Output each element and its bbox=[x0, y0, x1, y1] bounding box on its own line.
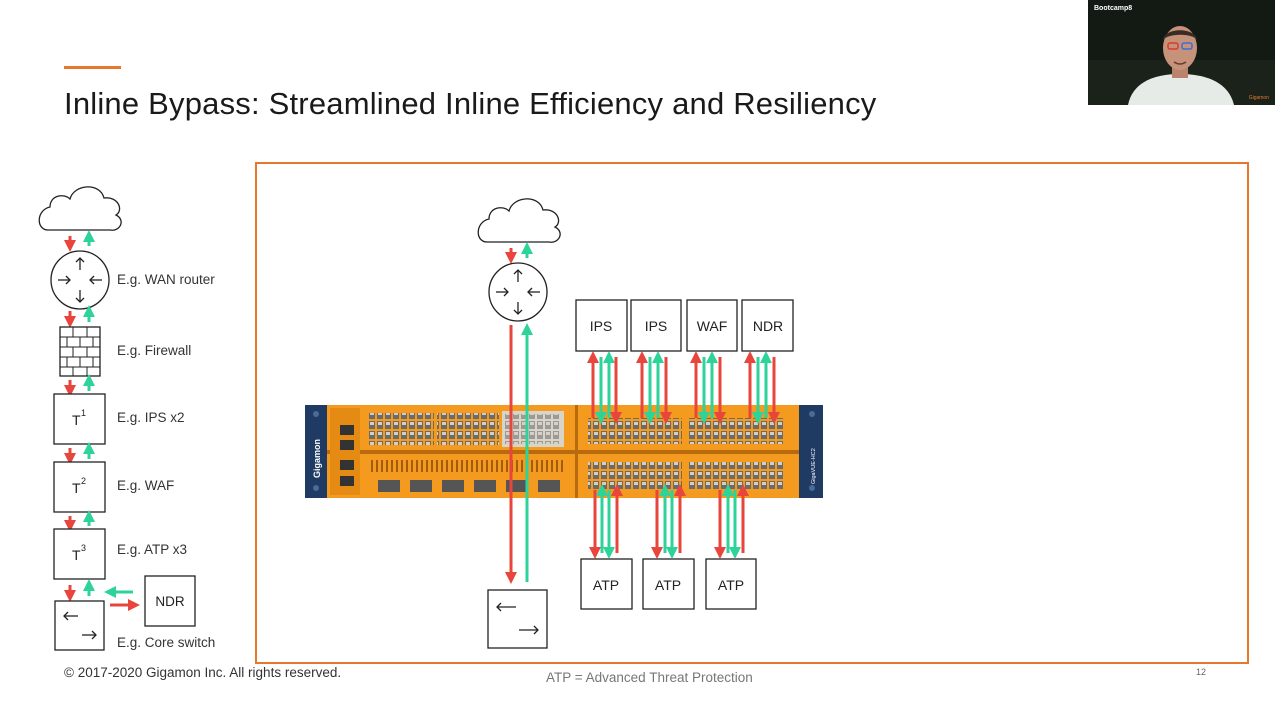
t2-label: T bbox=[72, 480, 81, 496]
top-tool-ips-1: IPS bbox=[575, 299, 628, 352]
presenter-name: Bootcamp8 bbox=[1094, 5, 1133, 12]
t2-superscript: 2 bbox=[81, 476, 86, 486]
tool-box-t3 bbox=[53, 528, 106, 580]
firewall-icon bbox=[59, 326, 101, 377]
left-chain: T 1 T 2 T 3 NDR bbox=[38, 186, 196, 651]
router-icon bbox=[50, 250, 110, 310]
core-switch-icon-2 bbox=[487, 589, 548, 649]
label-ips: E.g. IPS x2 bbox=[117, 410, 185, 425]
chassis-model: GigaVUE-HC2 bbox=[811, 448, 817, 484]
bottom-tool-atp-3: ATP bbox=[705, 558, 757, 610]
label-firewall: E.g. Firewall bbox=[117, 343, 192, 358]
presenter-avatar bbox=[1088, 0, 1275, 105]
internet-cloud-icon-2 bbox=[477, 198, 561, 243]
tool-box-t1 bbox=[53, 393, 106, 445]
gigavue-hc2-chassis: Gigamon GigaVUE-HC2 bbox=[305, 405, 823, 498]
copyright-text: © 2017-2020 Gigamon Inc. All rights rese… bbox=[64, 665, 342, 680]
bottom-tool-atp-2: ATP bbox=[642, 558, 695, 610]
ndr-box bbox=[144, 575, 196, 627]
label-atp: E.g. ATP x3 bbox=[117, 542, 188, 557]
tool-box-t2 bbox=[53, 461, 106, 513]
t3-label: T bbox=[72, 547, 81, 563]
tool-label: ATP bbox=[593, 577, 619, 593]
tool-label: ATP bbox=[718, 577, 744, 593]
tool-label: NDR bbox=[753, 318, 783, 334]
title-accent-bar bbox=[64, 66, 121, 69]
top-tool-ndr: NDR bbox=[741, 299, 794, 352]
slide-title: Inline Bypass: Streamlined Inline Effici… bbox=[64, 86, 877, 121]
t3-superscript: 3 bbox=[81, 543, 86, 553]
internet-cloud-icon bbox=[38, 186, 122, 231]
tool-label: ATP bbox=[655, 577, 681, 593]
label-wan-router: E.g. WAN router bbox=[117, 272, 215, 287]
page-number: 12 bbox=[1196, 667, 1207, 677]
bypass-diagram: Gigamon GigaVUE-HC2 IPS IPS WAF bbox=[305, 198, 823, 649]
core-switch-icon bbox=[54, 600, 105, 651]
top-tool-ips-2: IPS bbox=[630, 299, 682, 352]
video-logo: Gigamon bbox=[1248, 95, 1269, 101]
top-tool-waf: WAF bbox=[686, 299, 738, 352]
ndr-label: NDR bbox=[155, 594, 184, 609]
tool-label: IPS bbox=[590, 318, 613, 334]
atp-footnote: ATP = Advanced Threat Protection bbox=[546, 670, 753, 685]
tool-label: WAF bbox=[697, 318, 728, 334]
bottom-tool-atp-1: ATP bbox=[580, 558, 633, 610]
tool-label: IPS bbox=[645, 318, 668, 334]
diagram-frame bbox=[255, 162, 1249, 664]
t1-label: T bbox=[72, 412, 81, 428]
chassis-brand: Gigamon bbox=[312, 439, 322, 478]
label-core-switch: E.g. Core switch bbox=[117, 635, 216, 650]
presenter-video[interactable]: Bootcamp8 Gigamon bbox=[1088, 0, 1275, 105]
t1-superscript: 1 bbox=[81, 408, 86, 418]
label-waf: E.g. WAF bbox=[117, 478, 175, 493]
router-icon-2 bbox=[488, 262, 548, 322]
